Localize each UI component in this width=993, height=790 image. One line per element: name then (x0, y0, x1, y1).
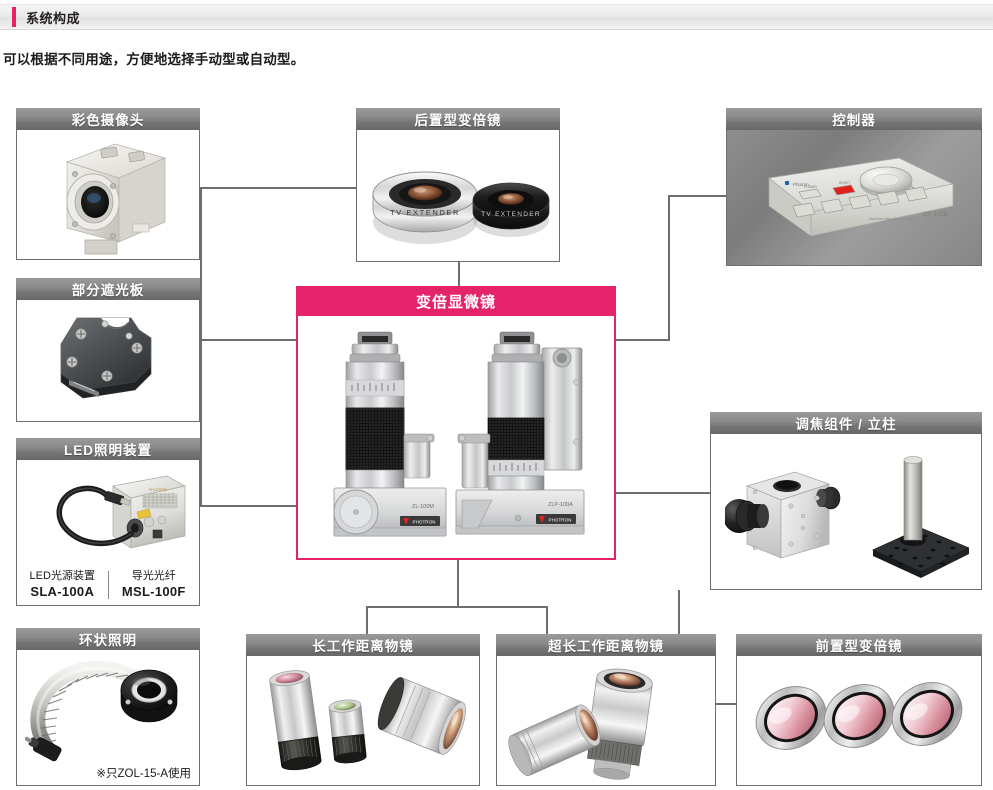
card-color-camera[interactable]: 彩色摄像头 (16, 108, 200, 260)
ultra-long-wd-objectives-photo (508, 668, 653, 780)
svg-text:PHOTRON: PHOTRON (149, 488, 167, 492)
connector-controller-down (668, 195, 670, 339)
connector-objective-branch (366, 606, 548, 608)
led-caption-divider (107, 570, 109, 599)
zoom-microscope-pair-photo: ZL-100M PHOTRON (333, 331, 585, 537)
led-caption-right-model: MSL-100F (121, 584, 186, 600)
led-caption-left-model: SLA-100A (30, 584, 95, 600)
connector-rearzoom-down (458, 262, 460, 286)
card-long-wd-objective[interactable]: 长工作距离物镜 (246, 634, 480, 786)
svg-text:PHOTRON: PHOTRON (413, 520, 436, 525)
intro-text: 可以根据不同用途，方便地选择手动型或自动型。 (3, 52, 305, 67)
led-caption-right: 导光光纤 MSL-100F (109, 569, 200, 601)
card-body-front-zoom-lens (737, 656, 981, 785)
card-title-led-illuminator: LED照明装置 (16, 438, 200, 460)
card-title-partial-shade-plate: 部分遮光板 (16, 278, 200, 300)
card-title-long-wd-objective: 长工作距离物镜 (246, 634, 480, 656)
focus-block-and-stand-photo (725, 456, 969, 578)
card-body-controller: Photron POWER RESET (727, 130, 981, 265)
ring-illumination-note: ※只ZOL-15-A使用 (96, 768, 191, 780)
card-title-ring-illumination: 环状照明 (16, 628, 200, 650)
card-body-partial-shade-plate (17, 300, 199, 421)
card-title-ultra-long-wd-objective: 超长工作距离物镜 (496, 634, 716, 656)
led-caption-right-name: 导光光纤 (131, 569, 176, 582)
svg-text:ZL-100M: ZL-100M (412, 504, 434, 510)
connector-controller-to-center (614, 339, 670, 341)
led-caption-row: LED光源装置 SLA-100A 导光光纤 MSL-100F (17, 569, 199, 601)
header-accent-bar (12, 7, 16, 27)
shading-plate-photo (60, 317, 152, 399)
page-title: 系统构成 (26, 10, 81, 26)
section-header: 系统构成 (0, 4, 993, 30)
card-body-color-camera (17, 130, 199, 259)
front-converter-lenses-photo (755, 682, 963, 750)
svg-text:QP-101B: QP-101B (923, 212, 948, 218)
led-caption-left: LED光源装置 SLA-100A (17, 569, 108, 601)
tv-extender-lenses-photo: TV EXTENDER TV EXTENDER (372, 171, 550, 244)
connector-camera-to-rearzoom (200, 187, 356, 189)
card-body-ultra-long-wd-objective (497, 656, 715, 785)
svg-text:TV EXTENDER: TV EXTENDER (481, 211, 541, 218)
card-title-front-zoom-lens: 前置型变倍镜 (736, 634, 982, 656)
card-body-ring-illumination: ※只ZOL-15-A使用 (17, 650, 199, 785)
svg-text:POWER: POWER (804, 185, 817, 189)
controller-unit-photo: Photron POWER RESET (768, 157, 955, 237)
card-partial-shade-plate[interactable]: 部分遮光板 (16, 278, 200, 422)
card-body-led-illuminator: PHOTRON LED光源装置 (17, 460, 199, 605)
connector-led-to-center (200, 505, 296, 507)
svg-text:ZLP-100A: ZLP-100A (548, 502, 573, 508)
card-led-illuminator[interactable]: LED照明装置 (16, 438, 200, 606)
card-body-focus-module-stand (711, 434, 981, 589)
card-body-rear-zoom-lens: TV EXTENDER TV EXTENDER (357, 130, 559, 261)
led-caption-left-name: LED光源装置 (29, 569, 95, 582)
card-ring-illumination[interactable]: 环状照明 (16, 628, 200, 786)
connector-shadeplate (200, 339, 296, 341)
card-title-color-camera: 彩色摄像头 (16, 108, 200, 130)
connector-center-to-focus (614, 492, 710, 494)
card-zoom-microscope[interactable]: 变倍显微镜 (296, 286, 616, 560)
ring-light-fiber-photo (25, 660, 178, 762)
card-focus-module-stand[interactable]: 调焦组件 / 立柱 (710, 412, 982, 590)
svg-text:PHOTRON: PHOTRON (549, 518, 572, 523)
svg-text:Photron: Photron (793, 182, 809, 187)
card-ultra-long-wd-objective[interactable]: 超长工作距离物镜 (496, 634, 716, 786)
card-title-zoom-microscope: 变倍显微镜 (296, 286, 616, 316)
card-body-zoom-microscope: ZL-100M PHOTRON (298, 316, 614, 558)
connector-center-down (457, 560, 459, 608)
card-title-focus-module-stand: 调焦组件 / 立柱 (710, 412, 982, 434)
svg-text:TV EXTENDER: TV EXTENDER (390, 208, 460, 217)
card-title-rear-zoom-lens: 后置型变倍镜 (356, 108, 560, 130)
svg-text:RESET: RESET (839, 181, 850, 185)
card-front-zoom-lens[interactable]: 前置型变倍镜 (736, 634, 982, 786)
connector-branch-left-down (366, 606, 368, 634)
card-title-controller: 控制器 (726, 108, 982, 130)
connector-camera-vertical (200, 187, 202, 339)
color-camera-photo (65, 143, 167, 255)
card-controller[interactable]: 控制器 (726, 108, 982, 266)
card-rear-zoom-lens[interactable]: 后置型变倍镜 (356, 108, 560, 262)
svg-text:Machine Vision Zoom Series: Machine Vision Zoom Series (869, 217, 915, 221)
long-wd-objectives-photo (269, 670, 466, 771)
card-body-long-wd-objective (247, 656, 479, 785)
connector-left-spine-lower (200, 339, 202, 507)
led-light-source-photo: PHOTRON (56, 475, 186, 549)
connector-branch-right-down (546, 606, 548, 634)
